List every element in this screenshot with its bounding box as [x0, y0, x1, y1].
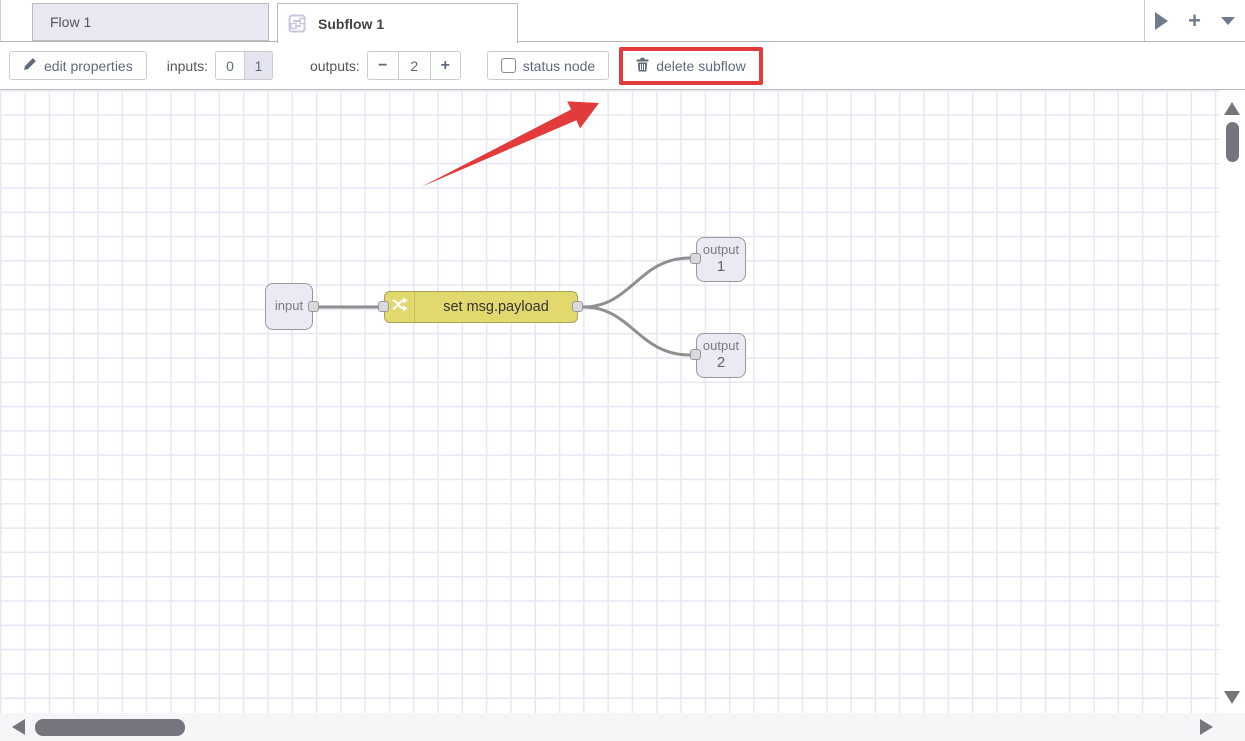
- subflow-input-node-port[interactable]: [308, 301, 319, 312]
- change-node-input-port[interactable]: [378, 301, 389, 312]
- outputs-count-value: 2: [397, 52, 430, 79]
- shuffle-arrows-icon: [391, 296, 408, 318]
- outputs-decrease-button[interactable]: −: [367, 52, 398, 79]
- outputs-spinner-group: − 2 +: [366, 51, 461, 80]
- change-node[interactable]: set msg.payload: [384, 291, 578, 323]
- wire-change-to-output2[interactable]: [581, 305, 692, 357]
- inputs-toggle-group: 0 1: [214, 51, 273, 80]
- change-node-icon-box: [385, 292, 415, 322]
- subflow-output-node-2-port[interactable]: [690, 349, 701, 360]
- scroll-down-arrow-icon[interactable]: [1224, 691, 1240, 704]
- add-flow-icon[interactable]: +: [1188, 7, 1201, 33]
- subflow-output-node-2[interactable]: output 2: [696, 333, 746, 378]
- tab-bar-controls: +: [1144, 0, 1245, 41]
- inputs-label: inputs:: [166, 57, 208, 74]
- edit-properties-button[interactable]: edit properties: [9, 51, 147, 80]
- annotation-arrow: [421, 101, 599, 187]
- tab-bar: Flow 1 Subflow 1 +: [0, 0, 1245, 43]
- tab-menu-chevron-down-icon[interactable]: [1220, 16, 1235, 25]
- wire-layer: [314, 101, 692, 357]
- flow-canvas[interactable]: input set msg.payload output 1 output 2: [0, 90, 1220, 713]
- edit-properties-label: edit properties: [44, 57, 133, 74]
- change-node-label: set msg.payload: [443, 299, 549, 315]
- outputs-increase-button[interactable]: +: [429, 52, 460, 79]
- status-node-toggle[interactable]: status node: [486, 51, 610, 80]
- subflow-output-node-2-number: 2: [716, 354, 726, 372]
- inputs-option-1[interactable]: 1: [243, 52, 272, 79]
- subflow-icon: [288, 14, 309, 33]
- tab-subflow-1[interactable]: Subflow 1: [277, 3, 518, 43]
- wire-change-to-output1[interactable]: [581, 256, 692, 309]
- scroll-right-arrow-icon[interactable]: [1200, 719, 1213, 735]
- pencil-icon: [23, 57, 37, 74]
- delete-subflow-button[interactable]: delete subflow: [623, 50, 759, 81]
- subflow-output-node-1-port[interactable]: [690, 253, 701, 264]
- tab-flow-1-label: Flow 1: [50, 14, 92, 30]
- subflow-input-node[interactable]: input: [265, 283, 313, 330]
- next-tab-icon[interactable]: [1155, 11, 1169, 30]
- outputs-label: outputs:: [309, 57, 360, 74]
- change-node-output-port[interactable]: [572, 301, 583, 312]
- subflow-output-node-1-number: 1: [716, 258, 726, 276]
- scroll-left-arrow-icon[interactable]: [12, 719, 25, 735]
- status-node-checkbox[interactable]: [500, 58, 516, 73]
- subflow-output-node-2-label: output: [702, 338, 740, 354]
- annotation-highlight-box: delete subflow: [619, 46, 763, 85]
- tab-subflow-1-label: Subflow 1: [318, 15, 385, 32]
- status-node-label: status node: [522, 57, 596, 74]
- vertical-scrollbar: [1220, 90, 1245, 713]
- subflow-toolbar: edit properties inputs: 0 1 outputs: − 2…: [0, 42, 1245, 90]
- trash-icon: [636, 57, 649, 75]
- vertical-scrollbar-thumb[interactable]: [1226, 122, 1239, 162]
- subflow-output-node-1-label: output: [702, 242, 740, 258]
- scroll-up-arrow-icon[interactable]: [1224, 102, 1240, 115]
- tab-flow-1[interactable]: Flow 1: [32, 3, 269, 41]
- subflow-output-node-1[interactable]: output 1: [696, 237, 746, 282]
- delete-subflow-label: delete subflow: [656, 57, 746, 74]
- inputs-option-0[interactable]: 0: [215, 52, 244, 79]
- subflow-input-node-label: input: [274, 298, 304, 314]
- horizontal-scrollbar: [0, 713, 1245, 741]
- horizontal-scrollbar-thumb[interactable]: [35, 719, 185, 736]
